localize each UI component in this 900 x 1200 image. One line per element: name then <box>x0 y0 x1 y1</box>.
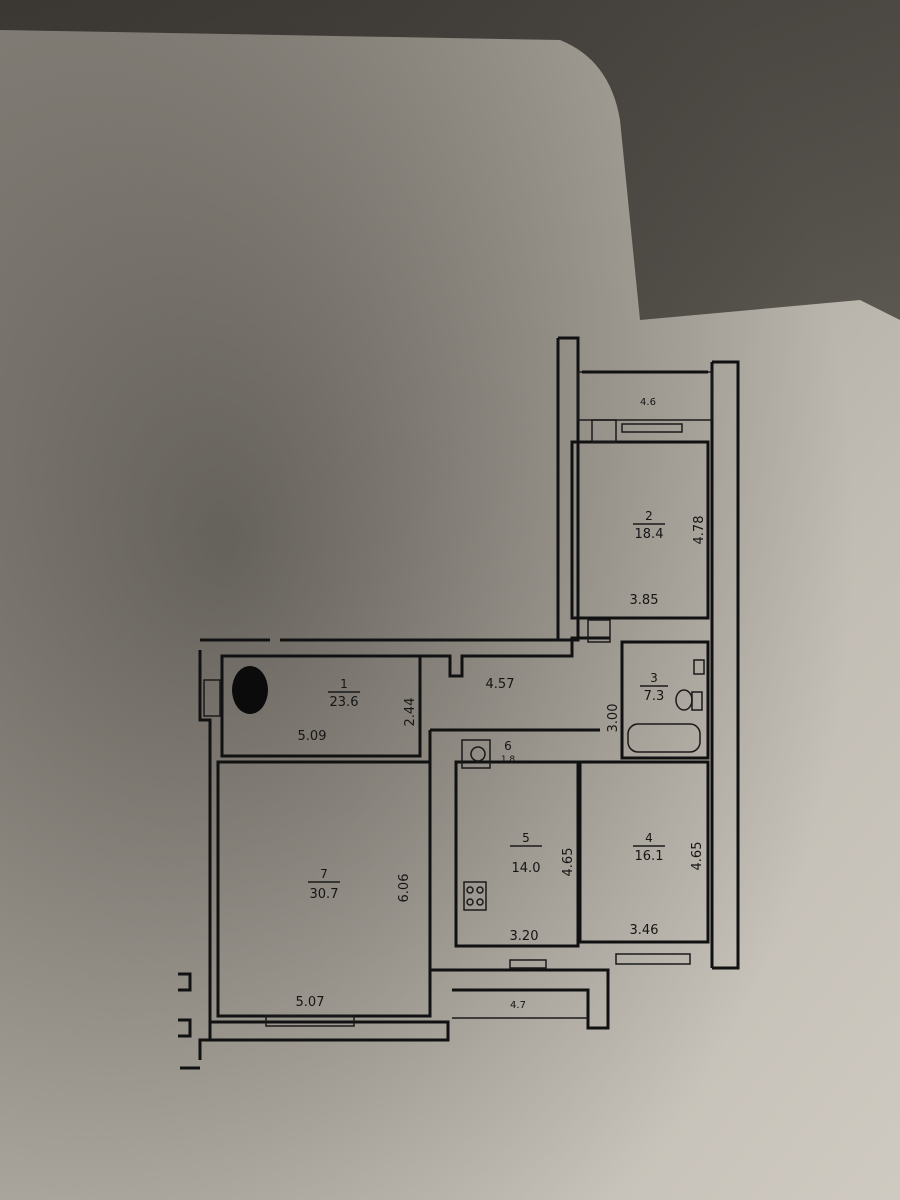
burner-icon <box>466 898 474 906</box>
wc-bowl-icon <box>470 746 486 762</box>
room-labels: 1 23.6 2 18.4 3 7.3 4 16.1 5 14.0 6 1.8 … <box>308 397 668 1011</box>
dim-room1-width: 5.09 <box>298 729 327 744</box>
room-5-number: 5 <box>522 831 530 845</box>
room-7-number: 7 <box>320 867 328 881</box>
room-3-area: 7.3 <box>644 689 665 704</box>
dim-room4-width: 3.46 <box>630 923 659 938</box>
wc-icon <box>461 739 491 769</box>
bathtub-icon <box>627 723 701 753</box>
room-1-area: 23.6 <box>330 695 359 710</box>
dim-room2-width: 3.85 <box>630 593 659 608</box>
balcony-top-area: 4.6 <box>640 397 656 408</box>
toilet-tank-icon <box>691 691 703 711</box>
dim-room5-height: 4.65 <box>561 848 576 877</box>
room-7-area: 30.7 <box>310 887 339 902</box>
room-6-area: 1.8 <box>501 755 516 765</box>
room-5-area: 14.0 <box>512 861 541 876</box>
dim-room4-height: 4.65 <box>690 842 705 871</box>
walls <box>178 336 740 1070</box>
room-2-area: 18.4 <box>635 527 664 542</box>
burner-icon <box>476 886 484 894</box>
fixtures <box>461 659 705 911</box>
dim-room7-width: 5.07 <box>296 995 325 1010</box>
dim-room1-height: 2.44 <box>403 698 418 727</box>
dim-corridor-width: 4.57 <box>486 677 515 692</box>
dim-room5-width: 3.20 <box>510 929 539 944</box>
burner-icon <box>466 886 474 894</box>
room-2-number: 2 <box>645 509 653 523</box>
redaction-mark <box>232 666 268 714</box>
dimension-labels: 4.78 3.85 4.57 2.44 5.09 3.00 6.06 5.07 … <box>296 516 707 1010</box>
sink-icon <box>693 659 705 675</box>
room-3-number: 3 <box>650 671 658 685</box>
dim-room2-height: 4.78 <box>692 516 707 545</box>
balcony-bottom-area: 4.7 <box>510 1000 526 1011</box>
stove-icon <box>463 881 487 911</box>
burner-icon <box>476 898 484 906</box>
room-4-number: 4 <box>645 831 653 845</box>
dim-room7-height: 6.06 <box>397 874 412 903</box>
room-6-number: 6 <box>504 739 512 753</box>
room-4-area: 16.1 <box>635 849 664 864</box>
room-1-number: 1 <box>340 677 348 691</box>
dim-room3-height: 3.00 <box>606 704 621 733</box>
